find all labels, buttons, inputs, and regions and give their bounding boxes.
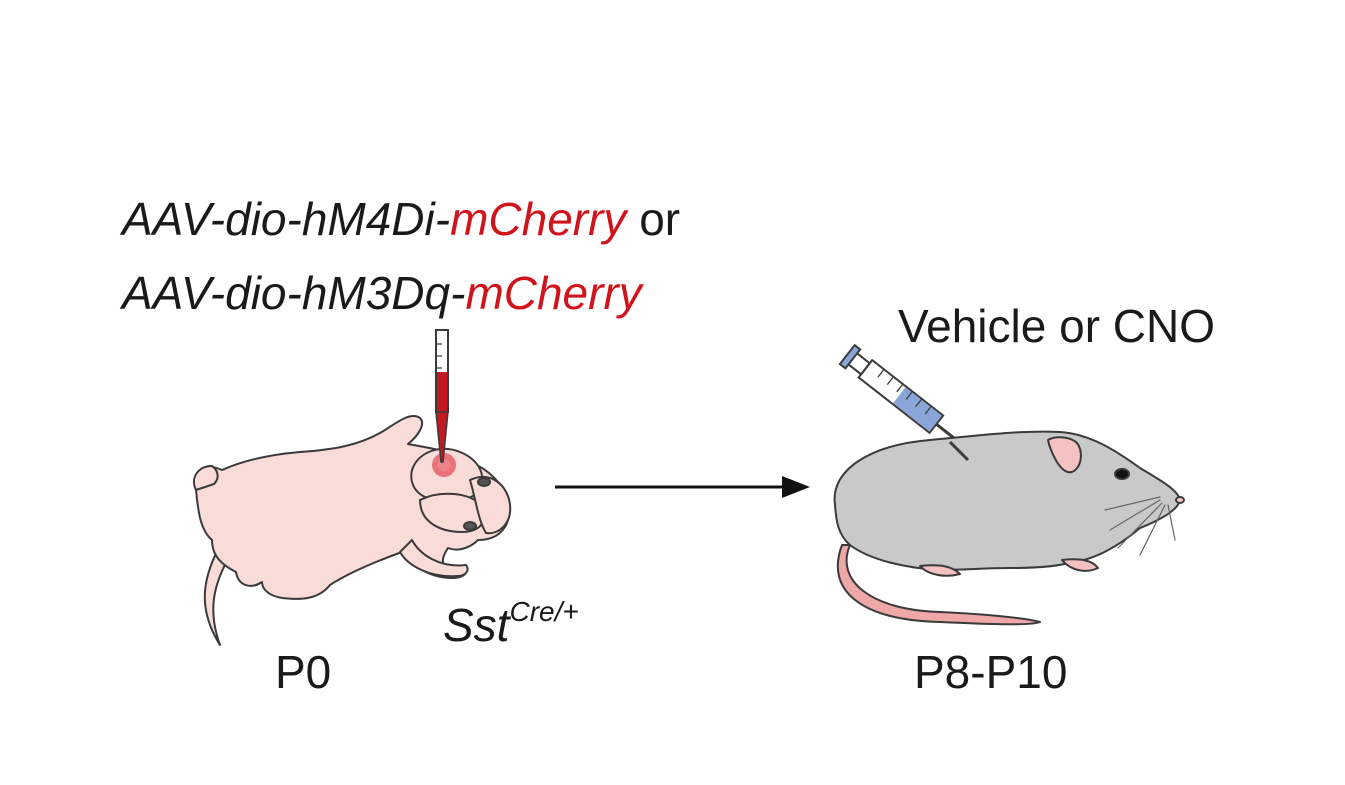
genotype-label: SstCre/+	[443, 598, 579, 651]
genotype-base: Sst	[443, 599, 510, 651]
pup-hind-foot	[193, 465, 219, 491]
pup-eye	[477, 477, 491, 487]
virus-2-reporter: mCherry	[465, 267, 642, 319]
virus-1-prefix: AAV-dio-hM4Di-	[122, 193, 451, 245]
adult-mouse-icon	[833, 430, 1185, 626]
needle-entry	[948, 440, 970, 462]
adult-eye	[1114, 468, 1130, 480]
pup-tail	[203, 544, 233, 646]
arrow-icon	[555, 476, 810, 498]
genotype-superscript: Cre/+	[509, 596, 579, 627]
adult-hind-foot	[919, 564, 961, 577]
virus-2-prefix: AAV-dio-hM3Dq-	[122, 267, 466, 319]
syringe-icon	[838, 343, 973, 454]
virus-label-line-1: AAV-dio-hM4Di-mCherry or	[122, 196, 680, 242]
pipette-icon	[435, 329, 449, 463]
virus-1-reporter: mCherry	[450, 193, 627, 245]
timepoint-end-label: P8-P10	[914, 646, 1068, 698]
adult-nose	[1175, 496, 1185, 504]
adult-whiskers	[1104, 496, 1176, 556]
virus-1-suffix: or	[626, 193, 681, 245]
pup-snout	[469, 475, 512, 535]
adult-ear	[1047, 436, 1082, 474]
pup-nose	[463, 521, 477, 531]
virus-label-line-2: AAV-dio-hM3Dq-mCherry	[122, 270, 642, 316]
treatment-label: Vehicle or CNO	[898, 300, 1216, 352]
adult-front-foot	[1061, 558, 1099, 572]
pup-mouse-icon	[193, 414, 512, 646]
adult-body	[833, 430, 1181, 571]
timepoint-start-label: P0	[275, 646, 332, 698]
adult-tail	[836, 544, 1041, 626]
pup-front-leg	[399, 539, 469, 578]
